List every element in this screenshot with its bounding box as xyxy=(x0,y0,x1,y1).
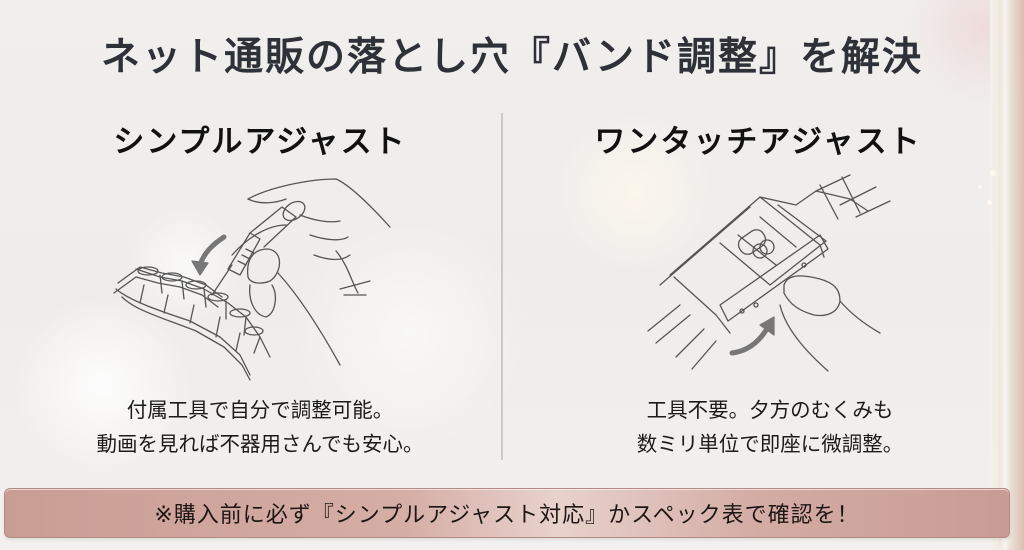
finger-icon xyxy=(779,275,881,372)
clasp-slide-adjust-illustration xyxy=(620,165,940,385)
hand-icon xyxy=(231,178,391,366)
bracelet-icon xyxy=(113,266,271,381)
simple-adjust-title: シンプルアジャスト xyxy=(113,124,407,160)
sparkle-decoration xyxy=(987,200,992,205)
description-line: 数ミリ単位で即座に微調整。 xyxy=(636,432,904,456)
description-line: 付属工具で自分で調整可能。 xyxy=(126,398,394,422)
description-line: 工具不要。夕方のむくみも xyxy=(646,398,894,422)
one-touch-adjust-description: 工具不要。夕方のむくみも 数ミリ単位で即座に微調整。 xyxy=(560,393,980,461)
sparkle-decoration xyxy=(990,170,996,176)
notice-banner-text: ※購入前に必ず『シンプルアジャスト対応』かスペック表で確認を！ xyxy=(154,503,860,528)
arrow-up-right-icon xyxy=(729,324,771,356)
clasp-icon xyxy=(647,174,891,370)
description-line: 動画を見れば不器用さんでも安心。 xyxy=(96,432,424,456)
sparkle-decoration xyxy=(978,185,982,189)
column-divider xyxy=(501,113,503,460)
arrow-down-left-icon xyxy=(197,234,227,268)
simple-adjust-description: 付属工具で自分で調整可能。 動画を見れば不器用さんでも安心。 xyxy=(50,393,470,461)
screwdriver-icon xyxy=(211,200,306,296)
one-touch-adjust-title: ワンタッチアジャスト xyxy=(594,124,922,160)
notice-banner: ※購入前に必ず『シンプルアジャスト対応』かスペック表で確認を！ xyxy=(4,488,1010,538)
page-title: ネット通販の落とし穴『バンド調整』を解決 xyxy=(101,34,923,80)
screwdriver-band-adjust-illustration xyxy=(100,165,420,385)
decorative-right-edge xyxy=(990,0,1024,550)
